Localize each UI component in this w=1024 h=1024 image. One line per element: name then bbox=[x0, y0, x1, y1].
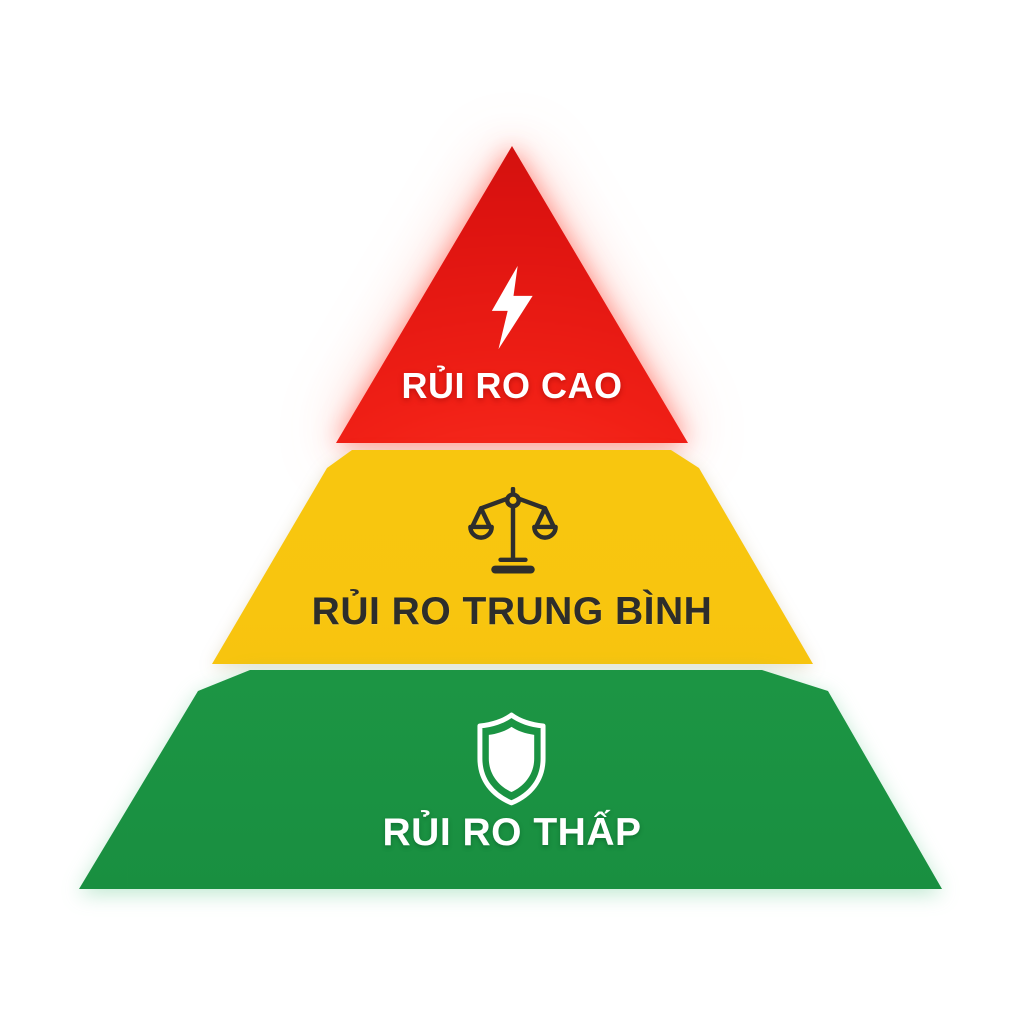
medium-risk-label: RỦI RO TRUNG BÌNH bbox=[311, 590, 713, 633]
high-risk-label: RỦI RO CAO bbox=[401, 365, 623, 406]
lightning-bolt-icon bbox=[491, 265, 533, 350]
low-risk-label: RỦI RO THẤP bbox=[382, 811, 642, 854]
shield-icon bbox=[477, 712, 546, 806]
balance-scales-icon bbox=[468, 487, 558, 574]
